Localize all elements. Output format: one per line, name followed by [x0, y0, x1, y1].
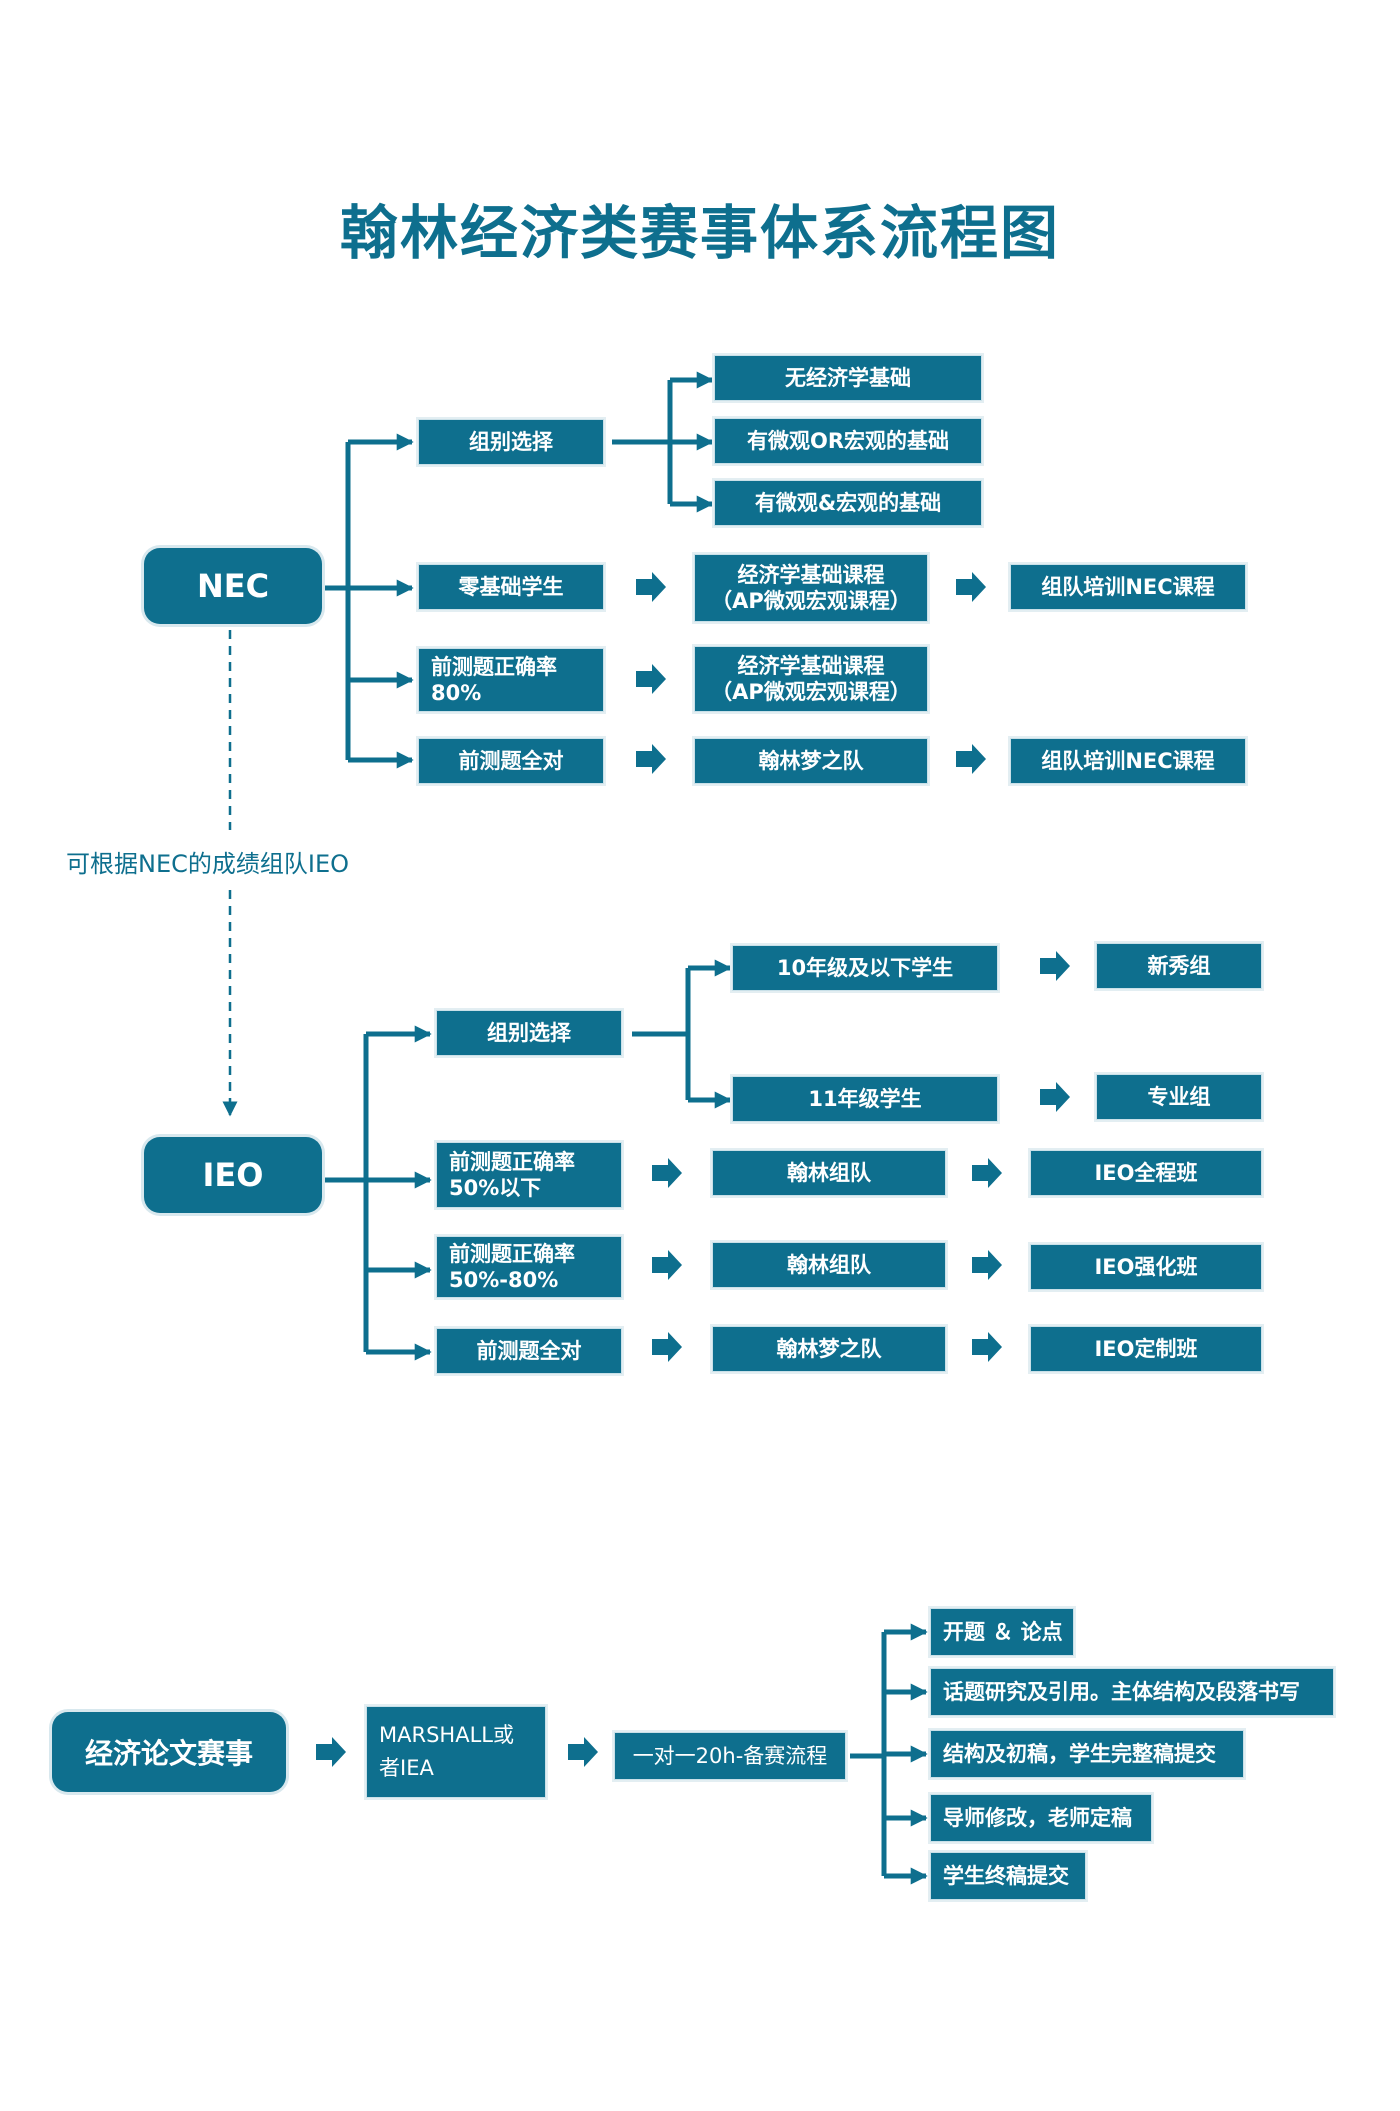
nec-node: NEC: [144, 548, 322, 624]
nec-group-option-3: 有微观&宏观的基础: [714, 480, 982, 526]
nec-zero-basis: 零基础学生: [418, 564, 604, 610]
nec-dream-team: 翰林梦之队: [694, 738, 928, 784]
ieo-grade11: 11年级学生: [732, 1076, 998, 1122]
ieo-full-class: IEO全程班: [1030, 1150, 1262, 1196]
essay-step-1: 开题 ＆ 论点: [930, 1608, 1074, 1656]
ieo-intensive-class: IEO强化班: [1030, 1244, 1262, 1290]
ieo-pro-group: 专业组: [1096, 1074, 1262, 1120]
ieo-rookie-group: 新秀组: [1096, 943, 1262, 989]
essay-competition: MARSHALL或 者IEA: [366, 1706, 546, 1798]
nec-group-option-1: 无经济学基础: [714, 355, 982, 401]
ieo-pretest-50-80: 前测题正确率 50%-80%: [436, 1236, 622, 1298]
page-title: 翰林经济类赛事体系流程图: [339, 199, 1060, 267]
nec-group-option-2: 有微观OR宏观的基础: [714, 418, 982, 464]
ieo-team-1: 翰林组队: [712, 1150, 946, 1196]
essay-step-5: 学生终稿提交: [930, 1852, 1086, 1900]
nec-econ-course-2: 经济学基础课程 （AP微观宏观课程）: [694, 646, 928, 712]
ieo-node: IEO: [144, 1137, 322, 1213]
essay-process: 一对一20h-备赛流程: [614, 1732, 846, 1780]
nec-econ-course: 经济学基础课程 （AP微观宏观课程）: [694, 554, 928, 622]
connector-note: 可根据NEC的成绩组队IEO: [66, 850, 350, 878]
ieo-grade10: 10年级及以下学生: [732, 945, 998, 991]
essay-node: 经济论文赛事: [52, 1712, 286, 1792]
ieo-custom-class: IEO定制班: [1030, 1326, 1262, 1372]
nec-team-training-2: 组队培训NEC课程: [1010, 738, 1246, 784]
ieo-dream-team: 翰林梦之队: [712, 1326, 946, 1372]
essay-step-3: 结构及初稿，学生完整稿提交: [930, 1730, 1244, 1778]
ieo-pretest-all: 前测题全对: [436, 1328, 622, 1374]
ieo-team-2: 翰林组队: [712, 1242, 946, 1288]
nec-group-select: 组别选择: [418, 419, 604, 465]
nec-pretest-all: 前测题全对: [418, 738, 604, 784]
nec-team-training: 组队培训NEC课程: [1010, 564, 1246, 610]
essay-step-2: 话题研究及引用。主体结构及段落书写: [930, 1668, 1334, 1716]
essay-step-4: 导师修改，老师定稿: [930, 1794, 1152, 1842]
ieo-group-select: 组别选择: [436, 1010, 622, 1056]
ieo-pretest-50: 前测题正确率 50%以下: [436, 1142, 622, 1208]
nec-pretest-80: 前测题正确率 80%: [418, 648, 604, 712]
